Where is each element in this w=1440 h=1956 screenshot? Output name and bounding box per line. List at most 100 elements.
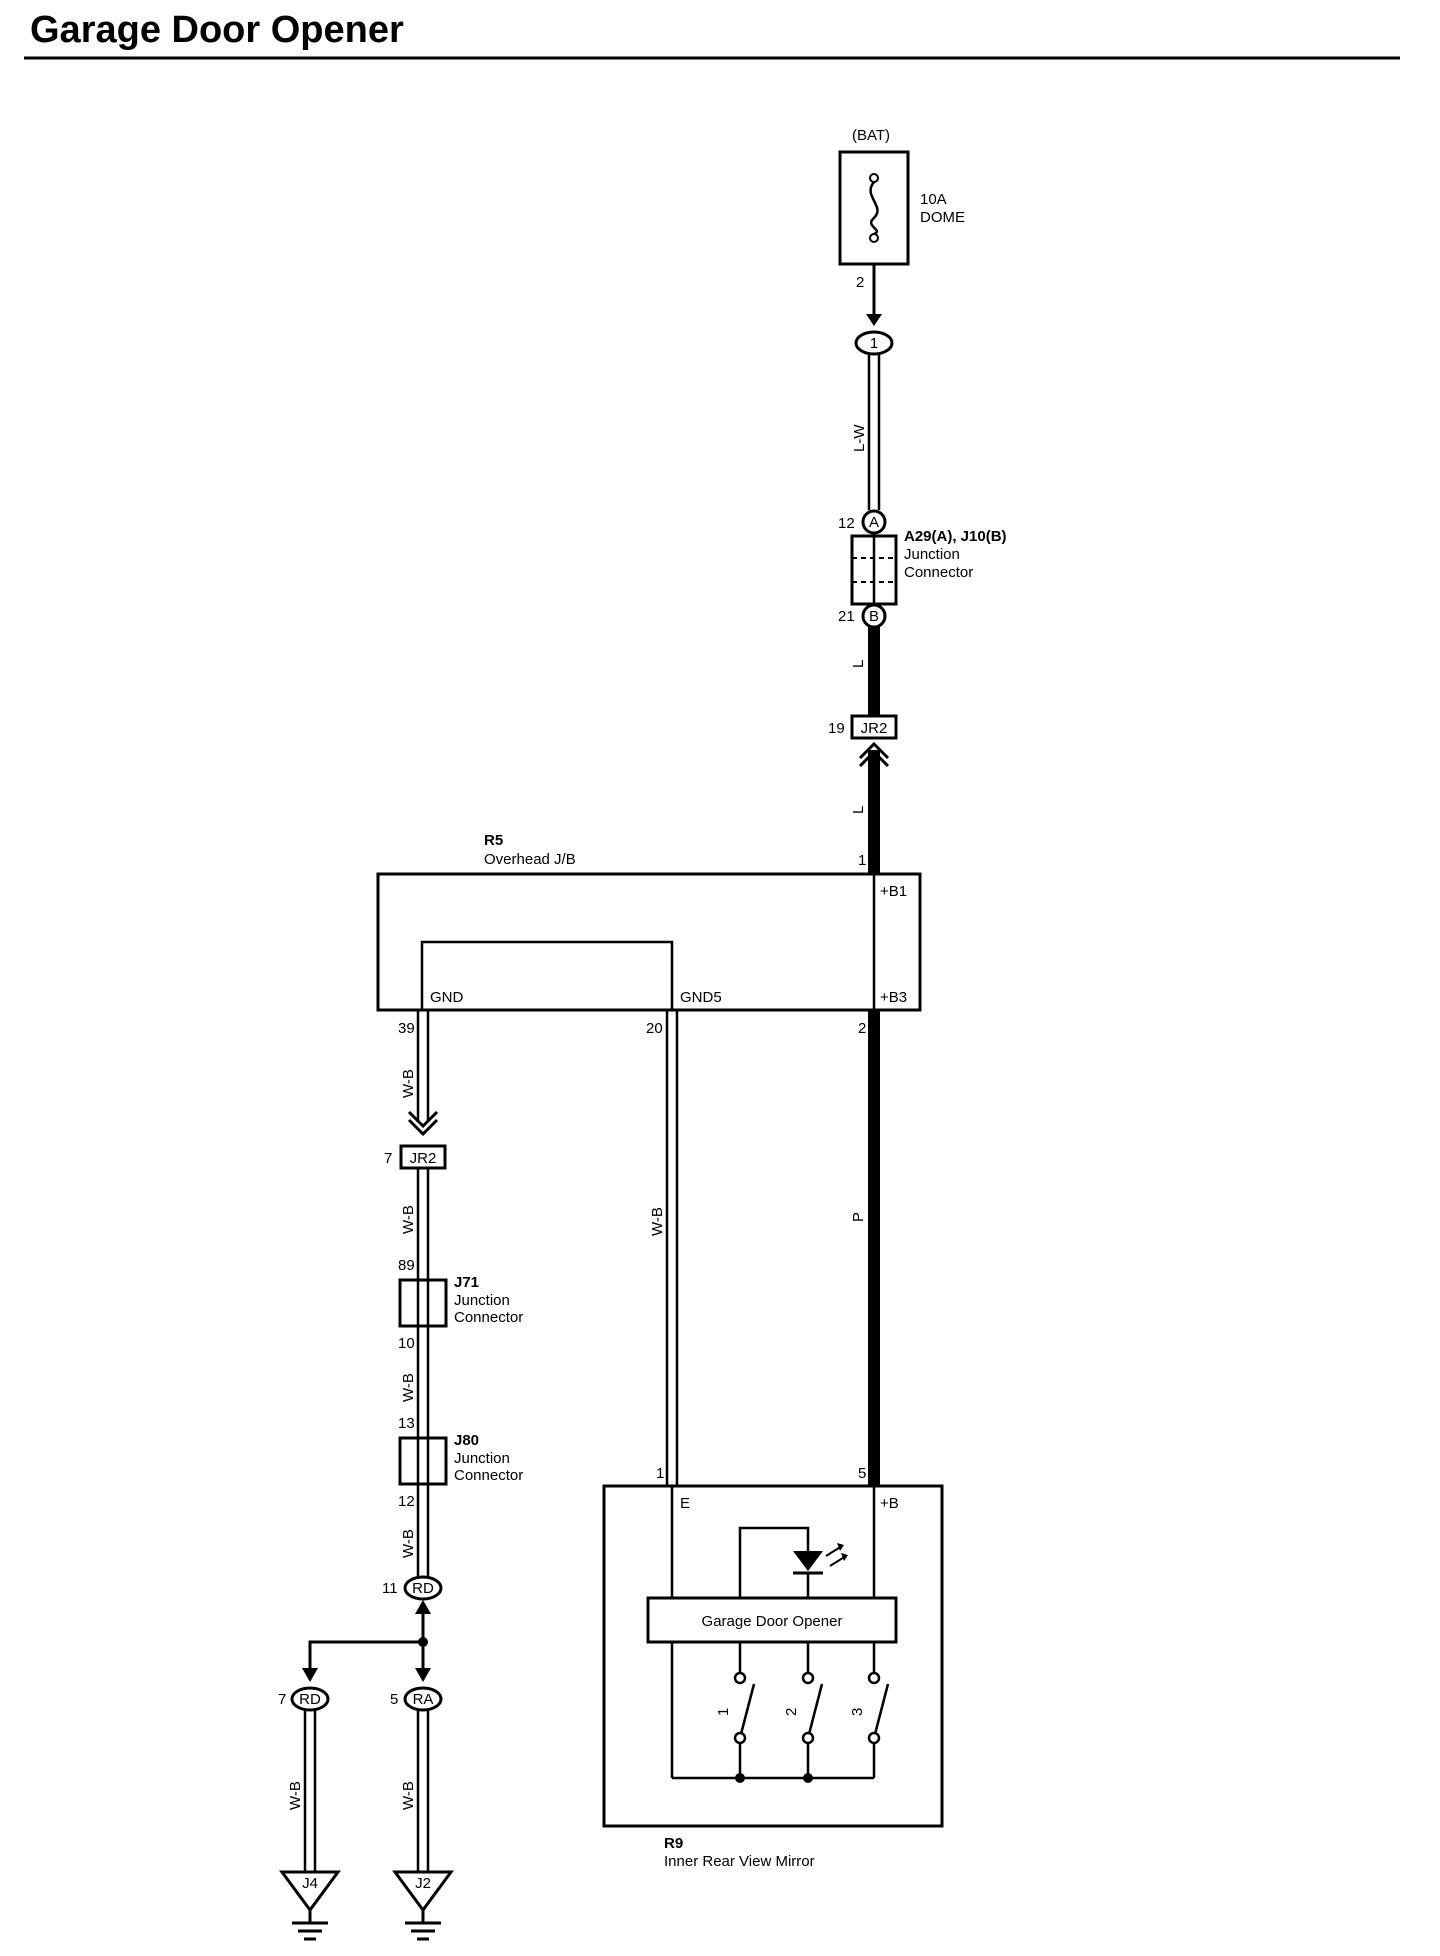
junction-connector-a29-j10[interactable]: A 12 B 21 A29(A), J10(B) Junction Connec… [838,509,1007,629]
wire-l-upper[interactable]: L [850,627,880,716]
wire-w-b-label-6: W-B [400,1781,417,1810]
wire-w-b-label-1: W-B [400,1069,417,1098]
mirror-pin-e: 1 [656,1465,664,1482]
mirror-terminal-e: E [680,1495,690,1512]
wire-p[interactable]: P [850,1010,880,1486]
rd-top-tag: RD [412,1580,434,1597]
junction-name1: Junction [904,546,960,563]
wire-l-w-label: L-W [851,424,868,452]
junction-id: A29(A), J10(B) [904,528,1007,545]
ra-bottom-pin: 5 [390,1691,398,1708]
ground-splice [302,1600,431,1682]
wire-w-b-to-j4[interactable]: W-B [287,1710,317,1872]
connector-rd-bottom[interactable]: RD 7 [278,1686,330,1712]
jr2-top-tag: JR2 [861,720,888,737]
fuse-dome[interactable]: (BAT) 10A DOME 2 [838,127,965,291]
j80-id: J80 [454,1432,479,1449]
garage-door-opener-module [646,1596,898,1644]
wire-w-b-label-5: W-B [287,1781,304,1810]
connector-rd-top[interactable]: RD 11 [382,1575,443,1601]
wire-w-b-label-2: W-B [400,1205,417,1234]
inner-rear-view-mirror-r9[interactable]: 1 5 E +B Garage Door Opener [602,1465,944,1870]
wire-w-b-gnd5[interactable]: W-B [649,1010,679,1486]
jb-pin-gnd: 39 [398,1020,415,1037]
ground-triangle-icon [279,1870,341,1913]
j71-name2: Connector [454,1309,523,1326]
mirror-module-label: Garage Door Opener [702,1613,843,1630]
junction-pin-b: 21 [838,608,855,625]
wire-w-b-gnd5-label: W-B [649,1207,666,1236]
j71-pin-out: 10 [398,1335,415,1352]
j80-name1: Junction [454,1450,510,1467]
junction-connector-j80[interactable]: 13 J80 Junction Connector 12 [398,1415,523,1510]
switch-1-label: 1 [715,1708,732,1716]
wire-w-b-gnd-2[interactable]: W-B [400,1168,430,1280]
jr2-left-tag: JR2 [410,1150,437,1167]
ground-j4[interactable]: J4 [279,1870,341,1941]
chevron-down-icon [407,1110,439,1129]
mirror-id: R9 [664,1835,683,1852]
wire-p-label: P [850,1212,867,1222]
wire-w-b-to-j2[interactable]: W-B [400,1710,430,1872]
jr2-top-pin: 19 [828,720,845,737]
jb-id: R5 [484,832,503,849]
wire-w-b-gnd-1[interactable]: W-B [400,1010,439,1137]
j71-pin-in: 89 [398,1257,415,1274]
mirror-name: Inner Rear View Mirror [664,1853,815,1870]
connector-jr2-top[interactable]: JR2 19 [828,714,898,768]
switch-3[interactable]: 3 [849,1642,890,1778]
switch-2[interactable]: 2 [783,1642,824,1783]
switch-3-label: 3 [849,1708,866,1716]
wire-w-b-label-4: W-B [400,1529,417,1558]
wire-w-b-label-3: W-B [400,1373,417,1402]
rd-top-pin: 11 [382,1580,398,1597]
jb-terminal-gnd: GND [430,989,464,1006]
ground-j2-label: J2 [415,1875,431,1892]
mirror-pin-b: 5 [858,1465,866,1482]
junction-tag-a: A [869,514,879,531]
wire-w-b-gnd-3[interactable]: W-B [400,1326,430,1438]
junction-tag-b: B [869,608,879,625]
page-title: Garage Door Opener [30,9,404,51]
wire-l-lower-label: L [850,806,867,814]
led-indicator-icon [738,1526,848,1598]
junction-name2: Connector [904,564,973,581]
fuse-pin: 2 [856,274,864,291]
connector-jr2-left[interactable]: JR2 7 [384,1144,447,1170]
jb-terminal-b1: +B1 [880,883,907,900]
jb-pin-b1: 1 [858,852,866,869]
switch-1[interactable]: 1 [715,1642,756,1783]
j80-pin-in: 13 [398,1415,415,1432]
ground-j4-label: J4 [302,1875,318,1892]
connector-1[interactable]: 1 [854,330,894,356]
rd-bottom-pin: 7 [278,1691,286,1708]
j80-name2: Connector [454,1467,523,1484]
fuse-source-label: (BAT) [852,127,890,144]
wire-l-w[interactable]: L-W [851,354,881,510]
connector-1-pin: 1 [870,335,878,352]
junction-connector-j71[interactable]: 89 J71 Junction Connector 10 [398,1257,523,1352]
rd-bottom-tag: RD [299,1691,321,1708]
arrow-up-icon [415,1600,431,1614]
jb-pin-gnd5: 20 [646,1020,663,1037]
switch-2-label: 2 [783,1708,800,1716]
jb-terminal-gnd5: GND5 [680,989,722,1006]
ground-triangle-icon [392,1870,454,1913]
jr2-left-pin: 7 [384,1150,392,1167]
wire-l-lower[interactable]: L [850,750,880,874]
j80-pin-out: 12 [398,1493,415,1510]
connector-ra-bottom[interactable]: RA 5 [390,1686,443,1712]
arrow-down-icon [866,314,882,326]
junction-pin-a: 12 [838,515,855,532]
overhead-junction-block-r5[interactable]: R5 Overhead J/B 1 +B1 +B3 GND GND5 39 20… [376,832,922,1037]
mirror-terminal-b: +B [880,1495,899,1512]
ground-j2[interactable]: J2 [392,1870,454,1941]
wire-w-b-gnd-4[interactable]: W-B [400,1484,430,1578]
jb-terminal-b3: +B3 [880,989,907,1006]
ra-bottom-tag: RA [413,1691,434,1708]
j71-id: J71 [454,1274,479,1291]
j71-name1: Junction [454,1292,510,1309]
fuse-icon [869,181,879,236]
jb-name: Overhead J/B [484,851,576,868]
